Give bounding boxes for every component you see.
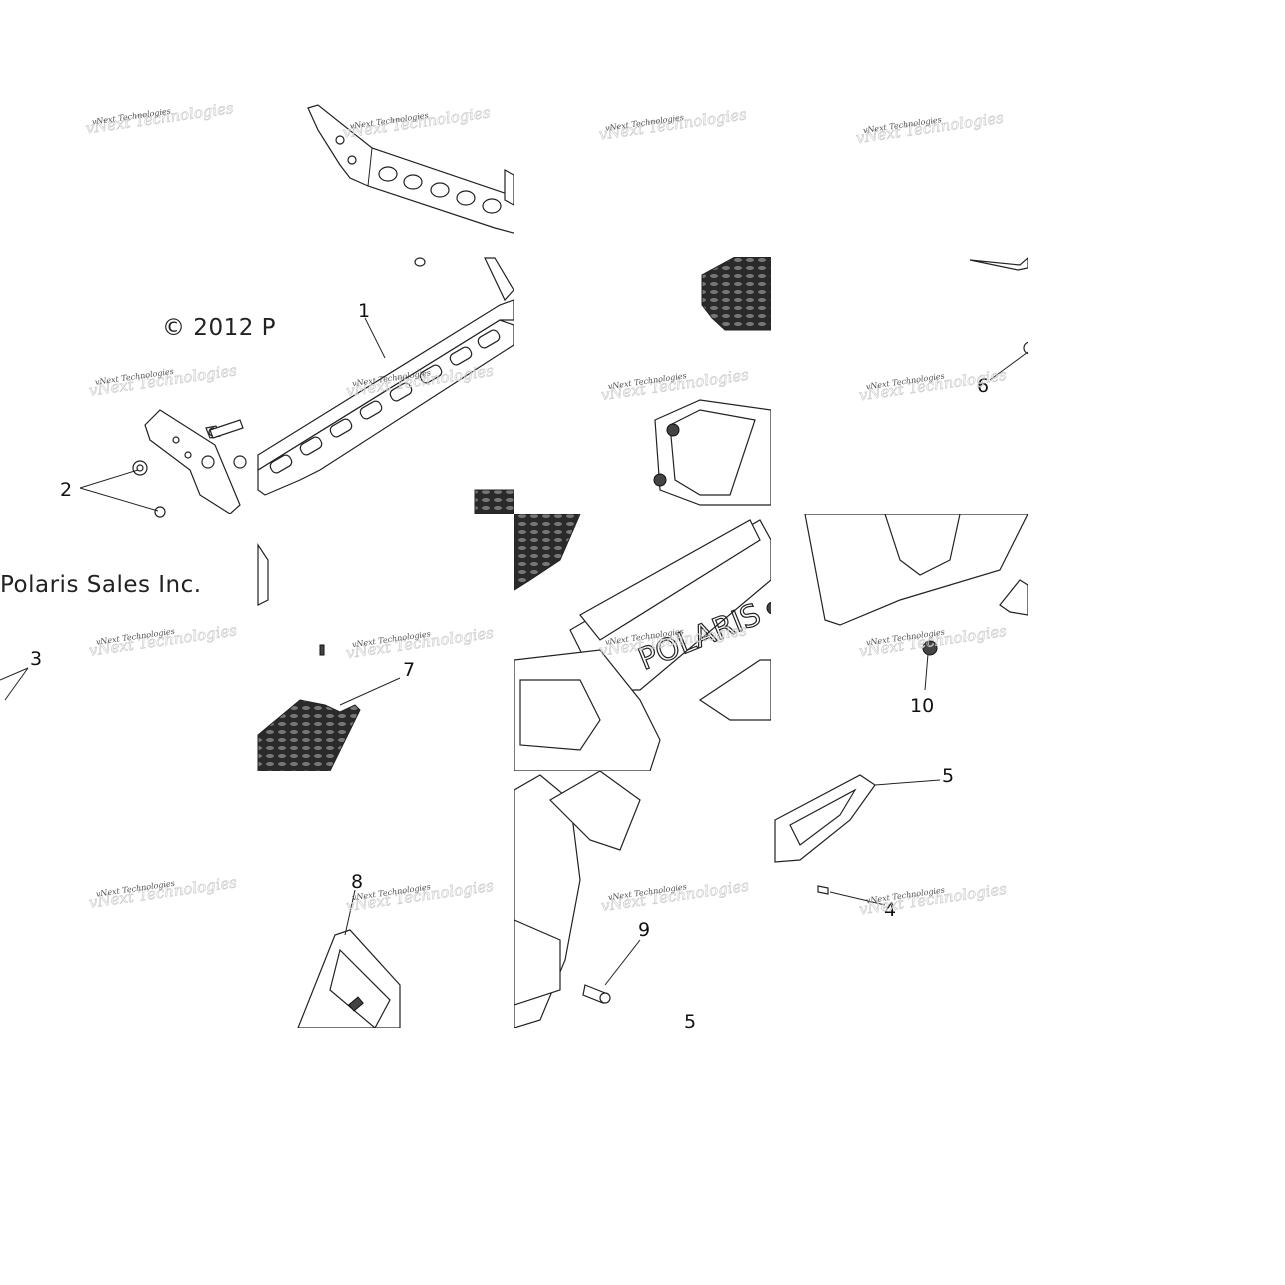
callout-4: 4: [884, 899, 896, 921]
grille-7: [257, 543, 361, 771]
bumper-bar-upper: [307, 104, 514, 234]
fastener-6: [969, 257, 1028, 355]
bumper-bar-main: [257, 257, 514, 514]
callout-7: 7: [403, 659, 415, 681]
callout-10: 10: [910, 695, 934, 717]
bolt-near-bar: [209, 419, 247, 469]
callout-5-right: 5: [942, 765, 954, 787]
lower-fascia: [804, 514, 1028, 656]
panel-8: [297, 929, 401, 1028]
nut-part-2: [132, 460, 166, 518]
bar-holes: [269, 329, 501, 474]
copyright-fragment: © 2012 P: [162, 315, 276, 341]
fastener-4: [817, 885, 829, 895]
callout-2: 2: [60, 479, 72, 501]
fascia-side: [514, 771, 641, 1028]
panel-5: [774, 774, 876, 863]
grille-upper: [653, 257, 771, 506]
callout-labels: 1 2 3 4 5 5 6 7 8 9 10: [30, 300, 989, 1033]
callout-5-bottom: 5: [684, 1011, 696, 1033]
front-fascia: [514, 514, 771, 771]
leader-lines: [0, 317, 1029, 986]
bolt-9: [582, 984, 611, 1004]
callout-6: 6: [977, 375, 989, 397]
copyright-company: Polaris Sales Inc.: [0, 572, 202, 598]
callout-3: 3: [30, 648, 42, 670]
callout-1: 1: [358, 300, 370, 322]
callout-8: 8: [351, 871, 363, 893]
callout-9: 9: [638, 919, 650, 941]
